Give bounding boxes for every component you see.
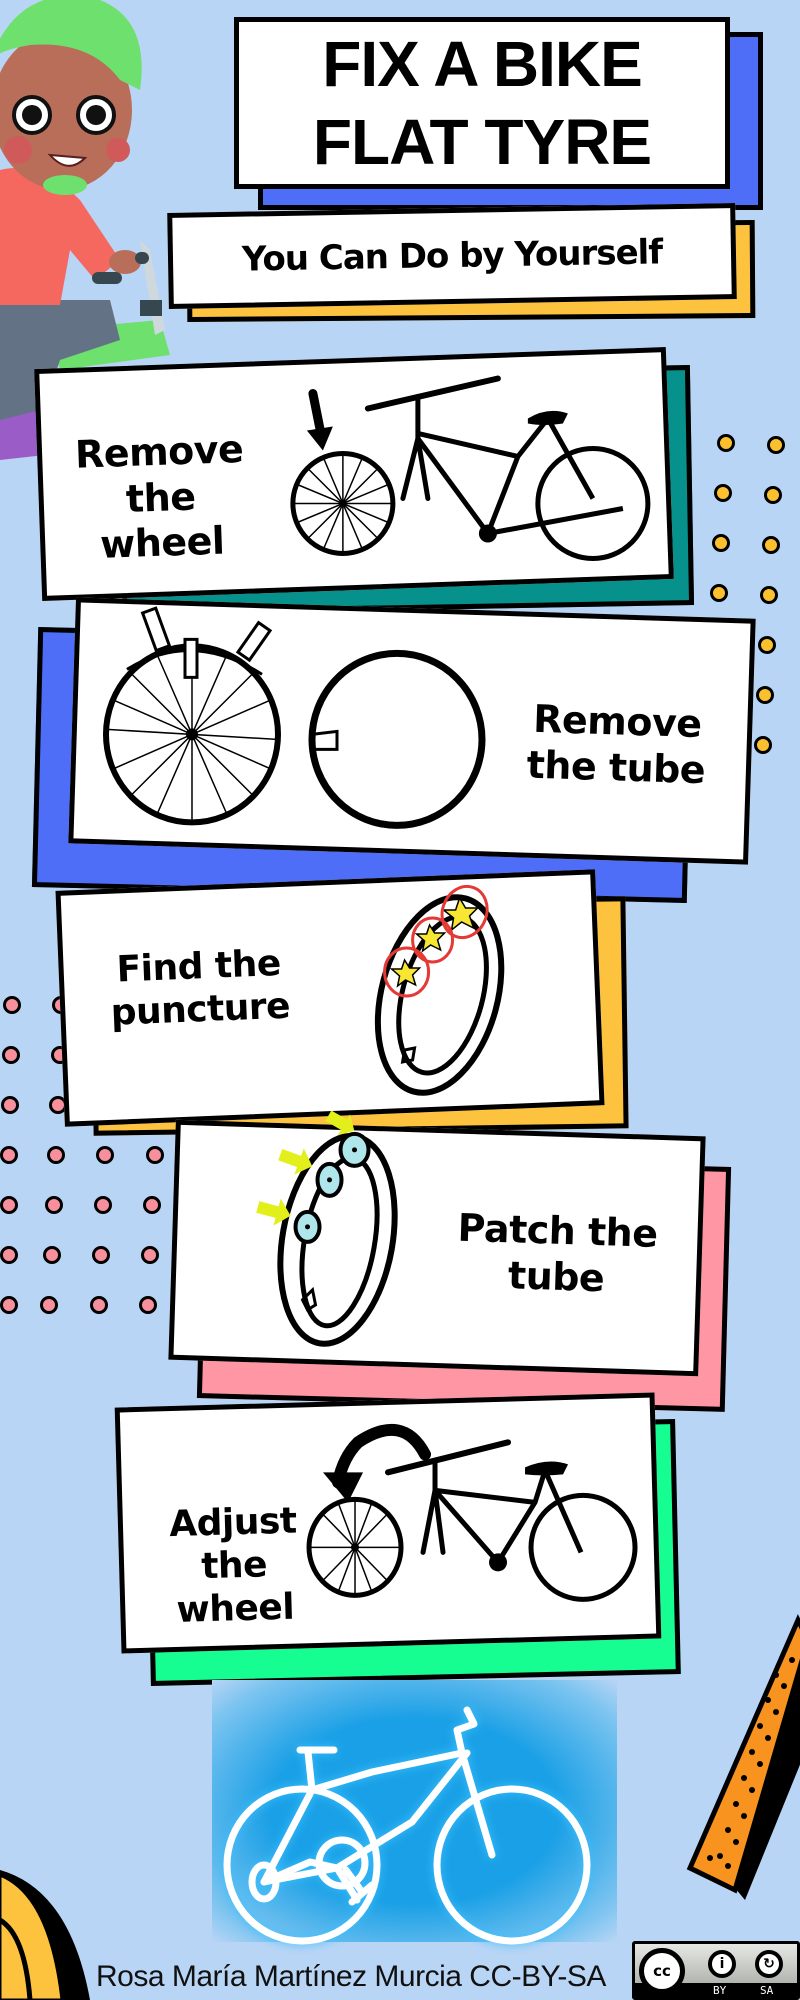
step3-label-line2: puncture	[109, 985, 291, 1034]
step4-label-line2: tube	[507, 1252, 605, 1300]
step4-label: Patch the tube	[445, 1205, 668, 1303]
step1-label: Remove the wheel	[63, 426, 258, 569]
cc-license-badge[interactable]: cc i ↻ BY SA	[632, 1941, 800, 2000]
cc-logo-icon: cc	[639, 1948, 685, 1994]
share-alike-icon: ↻	[755, 1950, 783, 1978]
step-card-find-puncture: Find the puncture	[55, 869, 605, 1127]
wheel-and-tube-icon	[102, 606, 486, 829]
neon-bike-icon	[223, 1706, 591, 1945]
title-card: FIX A BIKE FLAT TYRE	[234, 17, 730, 189]
author-credit: Rosa María Martínez Murcia CC-BY-SA	[96, 1960, 606, 1993]
step1-label-line1: Remove	[74, 426, 244, 477]
step2-label: Remove the tube	[515, 696, 718, 793]
page-title-line1: FIX A BIKE	[322, 28, 643, 100]
kid-cyclist-illustration	[0, 0, 170, 460]
step1-label-line2: the wheel	[99, 474, 226, 568]
step5-label-line2: wheel	[176, 1587, 295, 1632]
step-card-remove-tube: Remove the tube	[68, 597, 756, 865]
tube-puncture-icon	[374, 884, 505, 1096]
by-label: BY	[713, 1984, 727, 1997]
step5-label: Adjust the wheel	[132, 1499, 336, 1634]
step2-label-line1: Remove	[532, 696, 703, 747]
step2-label-line2: the tube	[526, 742, 706, 792]
step5-label-line1: Adjust the	[168, 1500, 298, 1588]
decorative-orange-beam	[686, 1614, 800, 1900]
bike-removed-wheel-icon	[290, 375, 651, 561]
step-card-remove-wheel: Remove the wheel	[34, 347, 674, 601]
tube-patch-icon	[256, 1110, 398, 1347]
subtitle-card: You Can Do by Yourself	[167, 203, 737, 309]
neon-bike-image	[212, 1680, 617, 1942]
step3-label-line1: Find the	[115, 942, 282, 991]
page-title-line2: FLAT TYRE	[312, 106, 652, 178]
decorative-yellow-arc	[0, 1870, 90, 2000]
sa-label: SA	[760, 1984, 774, 1997]
step3-label: Find the puncture	[103, 941, 296, 1035]
page-subtitle: You Can Do by Yourself	[241, 232, 663, 280]
bike-reattach-wheel-icon	[306, 1423, 638, 1602]
step4-label-line1: Patch the	[456, 1205, 659, 1256]
step-card-patch-tube: Patch the tube	[168, 1110, 706, 1377]
step-card-adjust-wheel: Adjust the wheel	[114, 1392, 662, 1654]
attribution-icon: i	[708, 1950, 736, 1978]
